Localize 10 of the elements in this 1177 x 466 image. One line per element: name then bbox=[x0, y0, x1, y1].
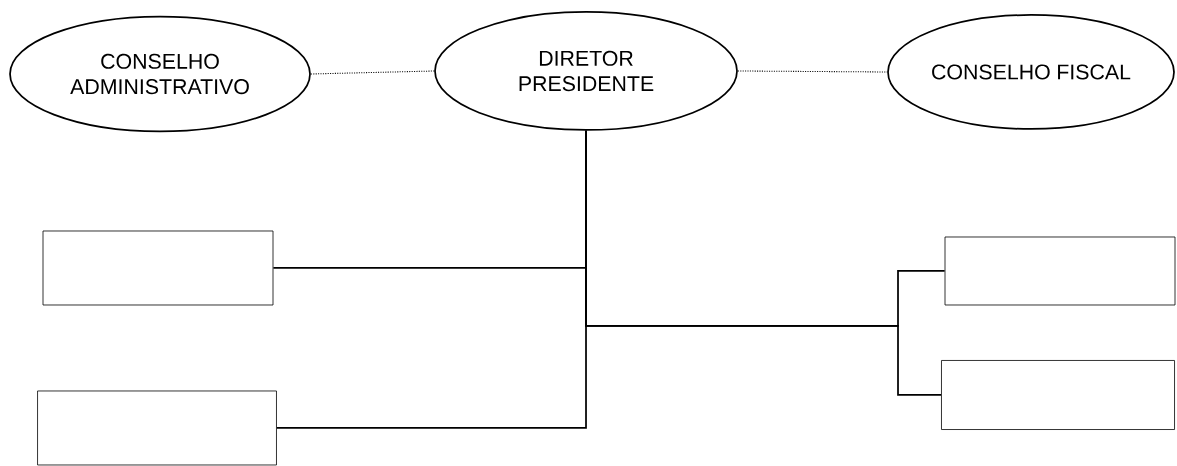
oval-node: CONSELHO FISCAL bbox=[887, 14, 1175, 130]
empty-box bbox=[42, 230, 274, 306]
connector-line bbox=[585, 130, 942, 396]
empty-box bbox=[941, 360, 1175, 430]
empty-box bbox=[944, 236, 1176, 306]
empty-box bbox=[37, 390, 277, 466]
oval-node: CONSELHO ADMINISTRATIVO bbox=[9, 15, 311, 133]
connector-line bbox=[310, 70, 435, 75]
connector-line bbox=[737, 70, 888, 73]
oval-node: DIRETOR PRESIDENTE bbox=[434, 11, 738, 131]
